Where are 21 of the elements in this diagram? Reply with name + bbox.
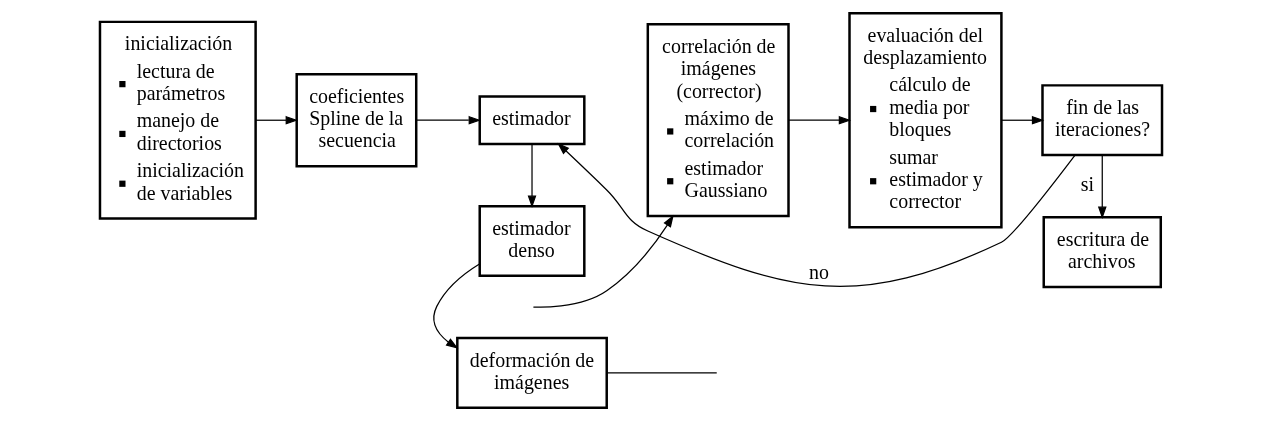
- node-box: estimador denso: [478, 204, 586, 278]
- node-box: estimador: [478, 95, 586, 146]
- connector: [606, 372, 718, 374]
- node-box: escritura de archivos: [1042, 216, 1162, 289]
- arrow: [415, 115, 482, 125]
- node-box: coeficientes Spline de la secuencia: [295, 72, 418, 168]
- arrow: [788, 115, 852, 125]
- edge-label: si: [1080, 172, 1094, 195]
- arrow: [557, 142, 1076, 287]
- arrow: [527, 143, 537, 208]
- arrow: [433, 263, 481, 349]
- node-box: fin de las iteraciones?: [1041, 84, 1164, 157]
- node-box: inicialización lectura de parámetros manejo de directorios inicialización de variables: [98, 20, 257, 220]
- node-box: evaluación del desplazamiento cálculo de media por bloques sumar estimador y corrector: [848, 11, 1003, 229]
- arrow: [1097, 154, 1107, 220]
- node-box: deformación de imágenes: [456, 336, 608, 410]
- arrow: [255, 115, 299, 125]
- arrow: [1001, 115, 1045, 125]
- edge-label: no: [809, 261, 829, 284]
- arrow: [532, 214, 674, 308]
- node-box: correlación de imágenes (corrector) máximo de correlación estimador Gaussiano: [646, 23, 790, 218]
